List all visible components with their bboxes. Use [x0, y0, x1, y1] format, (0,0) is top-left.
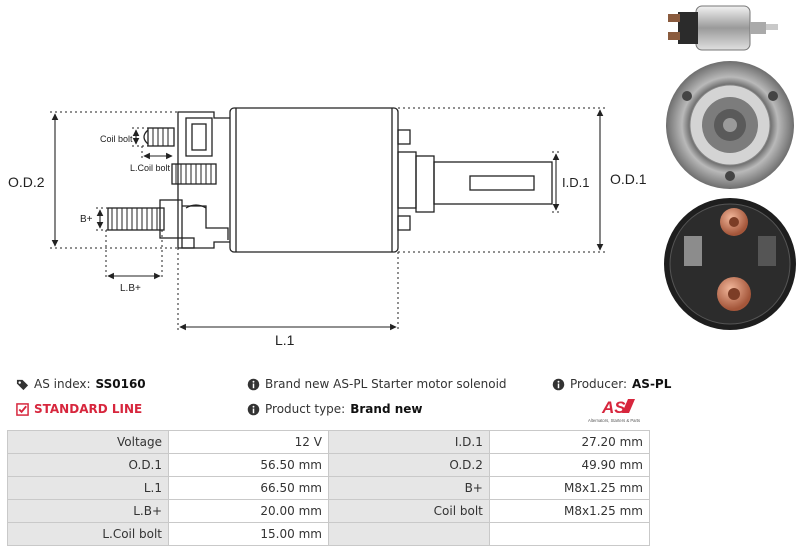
- spec-value: 66.50 mm: [168, 476, 329, 500]
- spec-value: M8x1.25 mm: [488, 476, 651, 500]
- info-icon: [247, 378, 260, 390]
- producer-label: Producer:: [570, 377, 628, 391]
- spec-label: Coil bolt: [327, 499, 490, 523]
- spec-label: I.D.1: [327, 430, 490, 454]
- product-type-label: Product type:: [265, 402, 346, 416]
- spec-label: L.Coil bolt: [6, 522, 170, 546]
- info-icon: [247, 403, 260, 415]
- spec-label: O.D.2: [327, 453, 490, 477]
- spec-label: L.B+: [6, 499, 170, 523]
- producer-value: AS-PL: [632, 377, 672, 391]
- specifications-table: Voltage 12 V I.D.1 27.20 mm O.D.1 56.50 …: [6, 430, 651, 546]
- description-row: Brand new AS-PL Starter motor solenoid: [247, 377, 507, 391]
- table-row: O.D.1 56.50 mm O.D.2 49.90 mm: [6, 453, 651, 477]
- spec-value: M8x1.25 mm: [488, 499, 651, 523]
- product-type-row: Product type: Brand new: [247, 402, 422, 416]
- id1-label: I.D.1: [562, 175, 589, 190]
- bplus-label: B+: [80, 214, 93, 225]
- spec-value: 15.00 mm: [168, 522, 329, 546]
- spec-value: 12 V: [168, 430, 329, 454]
- logo-tagline: Alternators, Starters & Parts: [588, 418, 640, 423]
- spec-value: 20.00 mm: [168, 499, 329, 523]
- l-coil-bolt-label: L.Coil bolt: [130, 163, 171, 173]
- solenoid-technical-drawing: O.D.2 O.D.1 I.D.1 L.1 L.B+ B+ Coil bolt …: [8, 107, 647, 348]
- product-photos: [664, 5, 796, 330]
- description-text: Brand new AS-PL Starter motor solenoid: [265, 377, 507, 391]
- tag-icon: [16, 379, 29, 390]
- as-index-label: AS index:: [34, 377, 91, 391]
- spec-value: 49.90 mm: [488, 453, 651, 477]
- spec-label: [327, 522, 490, 546]
- as-index-row: AS index: SS0160: [16, 377, 146, 391]
- logo-mark: AS: [601, 398, 626, 417]
- spec-label: L.1: [6, 476, 170, 500]
- product-type-value: Brand new: [350, 402, 423, 416]
- standard-line-row: STANDARD LINE: [16, 402, 142, 416]
- spec-label: Voltage: [6, 430, 170, 454]
- solenoid-side-photo: [668, 5, 778, 51]
- as-pl-logo: AS Alternators, Starters & Parts: [588, 398, 640, 423]
- table-row: Voltage 12 V I.D.1 27.20 mm: [6, 430, 651, 454]
- producer-row: Producer: AS-PL: [552, 377, 671, 391]
- table-row: L.1 66.50 mm B+ M8x1.25 mm: [6, 476, 651, 500]
- spec-value: [488, 522, 651, 546]
- spec-value: 56.50 mm: [168, 453, 329, 477]
- lb-label: L.B+: [120, 283, 141, 294]
- od1-label: O.D.1: [610, 171, 647, 187]
- spec-value: 27.20 mm: [488, 430, 651, 454]
- spec-label: B+: [327, 476, 490, 500]
- as-index-value: SS0160: [95, 377, 146, 391]
- solenoid-front-photo: [666, 61, 794, 189]
- standard-line-label: STANDARD LINE: [34, 402, 143, 416]
- spec-label: O.D.1: [6, 453, 170, 477]
- solenoid-rear-photo: [664, 198, 796, 330]
- checkbox-checked-icon: [16, 402, 29, 416]
- table-row: L.Coil bolt 15.00 mm: [6, 522, 651, 546]
- l1-label: L.1: [275, 332, 295, 348]
- info-icon: [552, 378, 565, 390]
- coil-bolt-label: Coil bolt: [100, 134, 133, 144]
- table-row: L.B+ 20.00 mm Coil bolt M8x1.25 mm: [6, 499, 651, 523]
- od2-label: O.D.2: [8, 174, 45, 190]
